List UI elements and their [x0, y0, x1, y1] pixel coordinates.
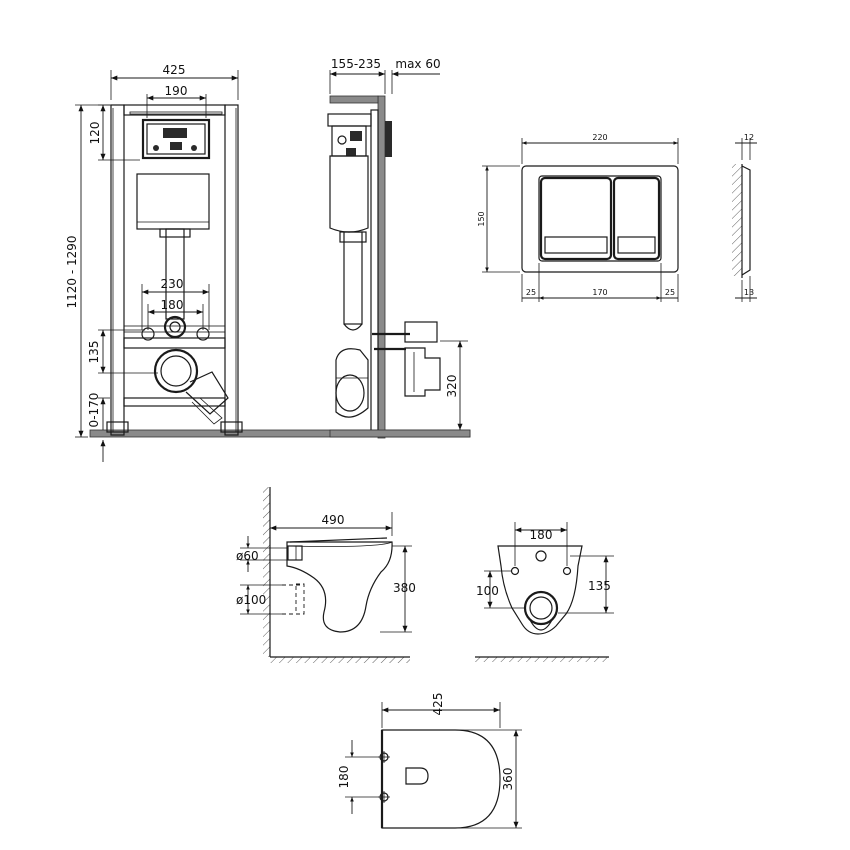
- dim-drain-height: 320: [445, 375, 459, 398]
- dim-top-width: 425: [431, 693, 445, 716]
- dim-plate-margin-left: 25: [526, 288, 536, 297]
- dim-installation-depth: 155-235: [331, 57, 381, 71]
- dim-outlet-diameter: ø100: [236, 593, 266, 607]
- dim-plate-depth-bottom: 13: [744, 288, 754, 297]
- dim-bolt-230: 230: [161, 277, 184, 291]
- side-view: 155-235 max 60 320: [327, 57, 471, 439]
- dim-back-left-height: 100: [476, 584, 499, 598]
- flush-mechanism: [129, 111, 223, 160]
- dim-leg-adjust: 0-170: [87, 393, 101, 428]
- dim-bowl-height: 380: [393, 581, 416, 595]
- bowl-side-view: 490 ø60 ø100 380: [236, 487, 416, 663]
- dim-plate-width: 220: [592, 133, 607, 142]
- drain-outlet: [153, 348, 229, 425]
- dim-frame-height: 1120 - 1290: [65, 235, 79, 308]
- dim-135: 135: [87, 341, 101, 364]
- frame: [106, 104, 243, 436]
- dim-inlet-diameter: ø60: [236, 549, 259, 563]
- dim-plate-depth-top: 12: [744, 133, 754, 142]
- dim-plate-margin-right: 25: [665, 288, 675, 297]
- dim-top-depth: 360: [501, 768, 515, 791]
- dim-plate-buttons: 170: [592, 288, 607, 297]
- dim-frame-width: 425: [163, 63, 186, 77]
- dim-top-bolt-spacing: 180: [337, 766, 351, 789]
- bowl-top-view: 425 180 360: [337, 693, 522, 829]
- front-view: 425 190 120 1120 - 1290 230 180 135: [65, 63, 471, 462]
- flush-button-small: [612, 176, 661, 261]
- dim-back-bolt-spacing: 180: [530, 528, 553, 542]
- side-wall: [377, 95, 386, 439]
- cistern: [136, 173, 210, 230]
- bowl-back-view: 180 100 135: [475, 522, 614, 662]
- dim-plate-height: 150: [477, 211, 486, 226]
- dim-wall-max: max 60: [395, 57, 440, 71]
- flush-plate-view: 220 150 25 170 25: [477, 133, 679, 302]
- dim-mechanism-width: 190: [165, 84, 188, 98]
- flush-button-large: [539, 176, 613, 261]
- dim-bowl-length: 490: [322, 513, 345, 527]
- dim-top-height: 120: [88, 122, 102, 145]
- flush-plate-side: 12 13: [732, 133, 757, 302]
- dim-back-right-height: 135: [588, 579, 611, 593]
- dim-bolt-180: 180: [161, 298, 184, 312]
